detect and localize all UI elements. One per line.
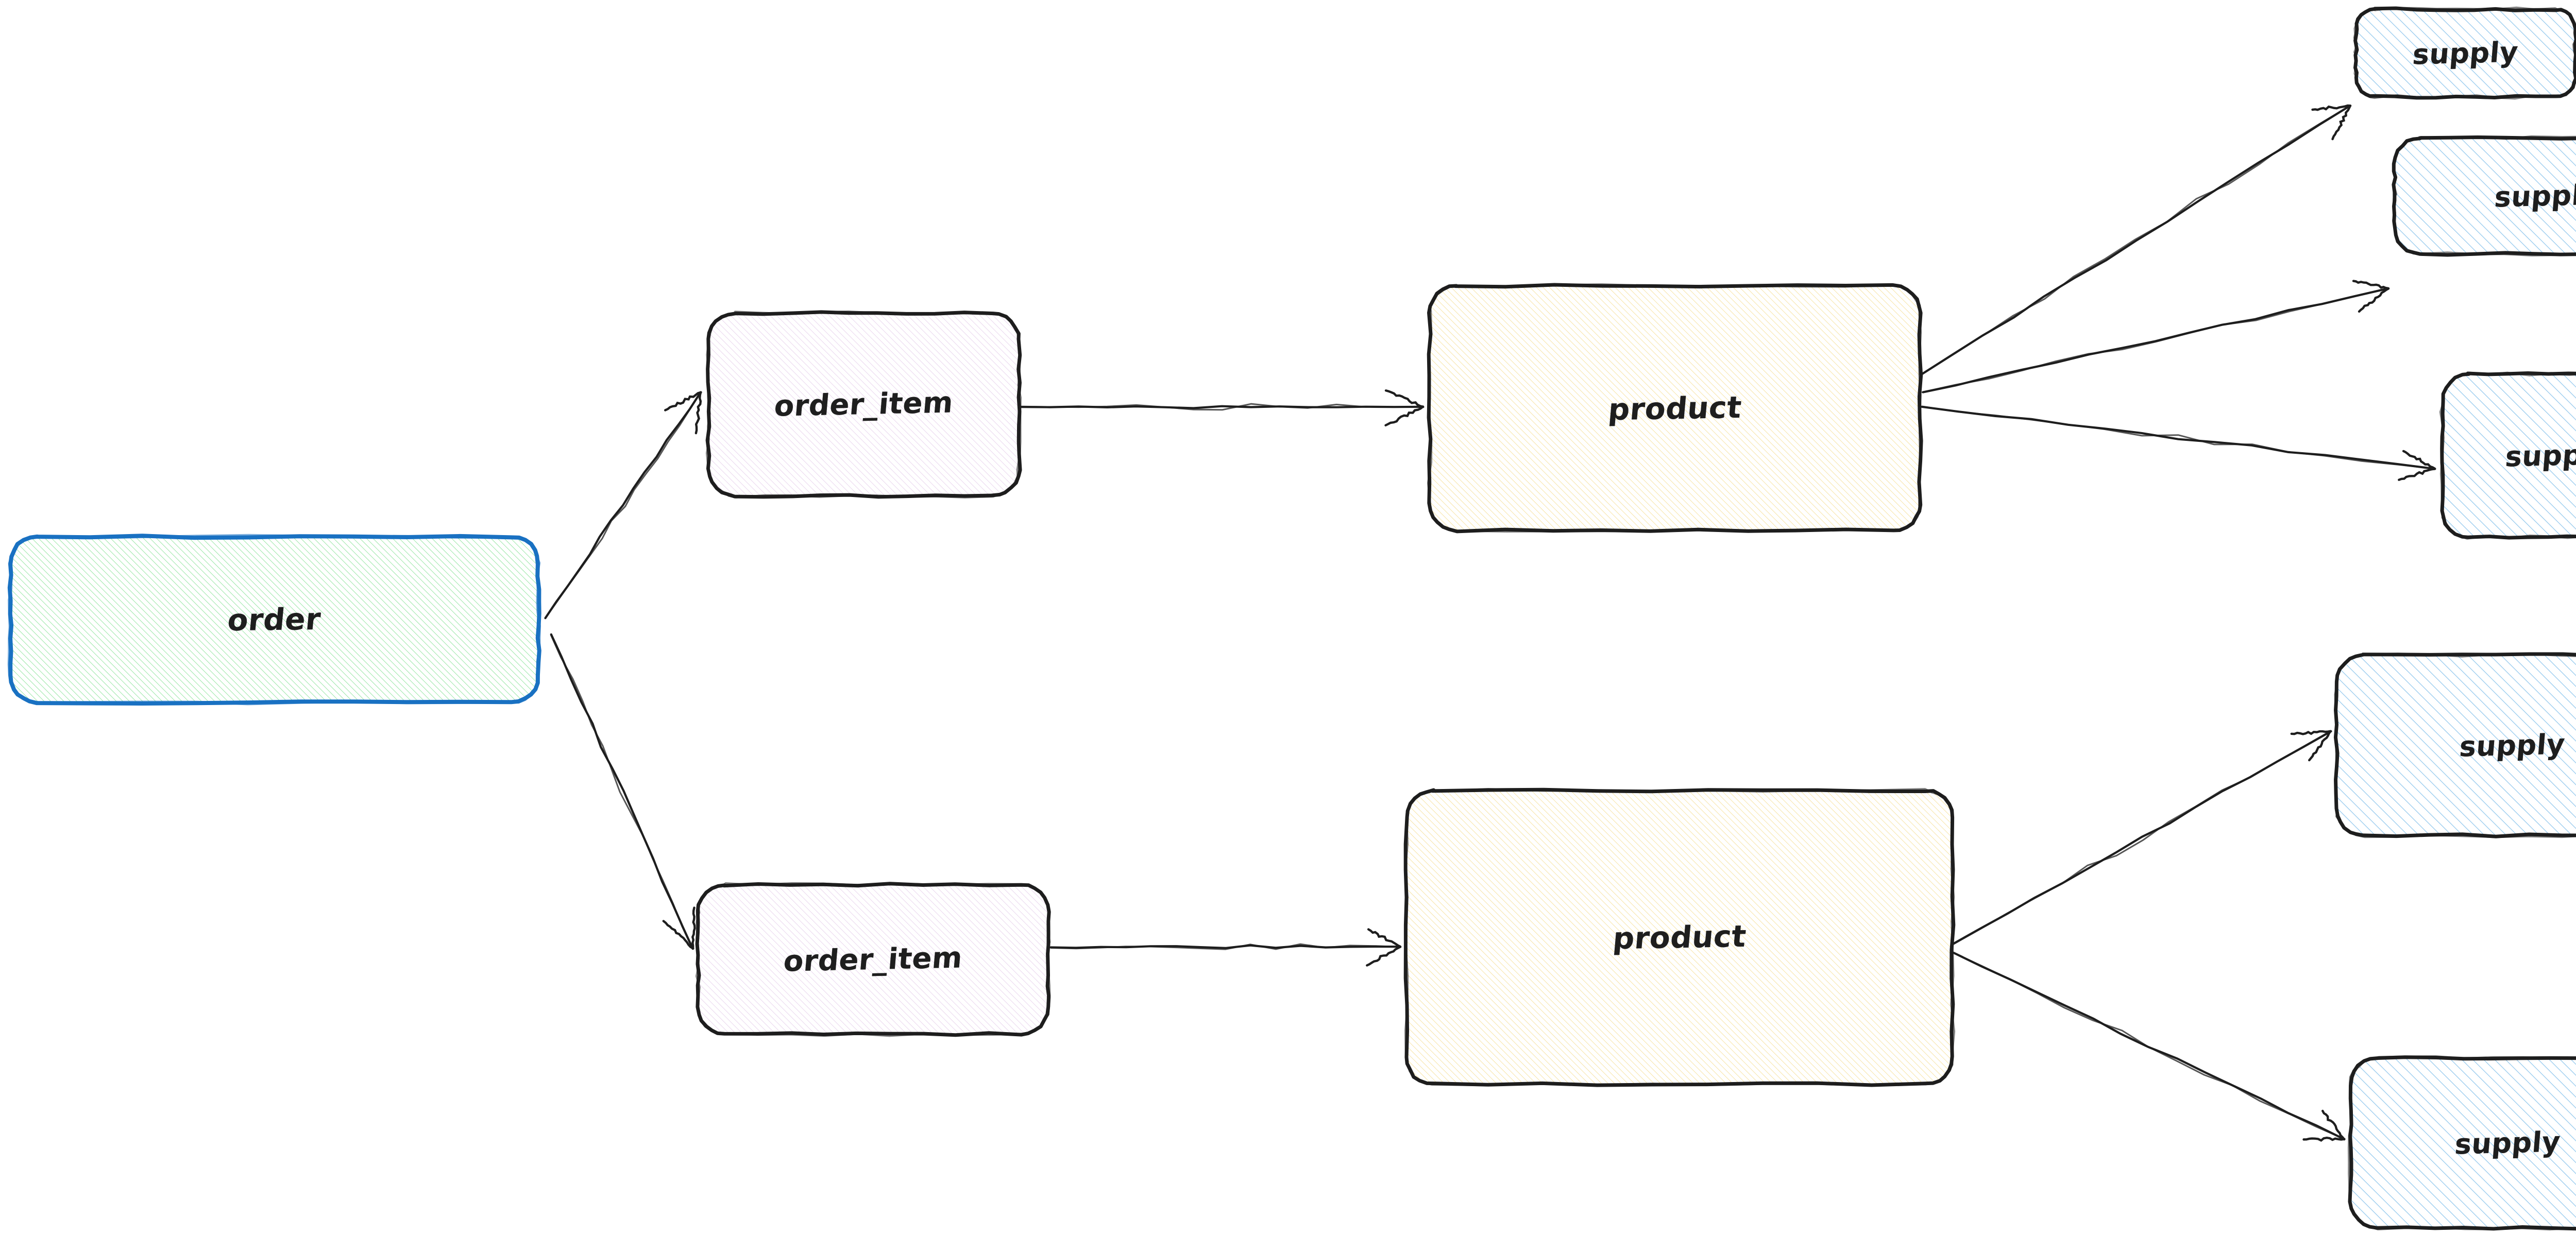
node-shape xyxy=(1427,283,1923,534)
edge-product_2-to-supply_4 xyxy=(1953,730,2332,945)
node-shape xyxy=(2333,652,2576,838)
edge-product_1-to-supply_1 xyxy=(1921,104,2352,375)
node-shape xyxy=(7,534,541,706)
node-supply_2[interactable]: supply xyxy=(2392,135,2576,257)
node-shape xyxy=(705,310,1022,499)
node-order_item_1[interactable]: order_item xyxy=(705,310,1022,499)
node-shape xyxy=(2353,6,2576,100)
node-product_1[interactable]: product xyxy=(1427,283,1923,534)
node-label: order_item xyxy=(782,940,964,979)
edge-product_1-to-supply_3 xyxy=(1921,405,2436,481)
node-label: supply xyxy=(2458,727,2566,763)
edge-product_1-to-supply_2 xyxy=(1921,280,2390,393)
edge-order_item_1-to-product_1 xyxy=(1020,389,1425,426)
node-label: supply xyxy=(2493,178,2576,214)
node-label: order_item xyxy=(773,386,955,423)
node-supply_4[interactable]: supply xyxy=(2333,652,2576,838)
node-supply_1[interactable]: supply xyxy=(2353,6,2576,100)
node-product_2[interactable]: product xyxy=(1403,787,1956,1087)
node-shape xyxy=(2439,371,2576,540)
edge-order-to-order_item_1 xyxy=(544,391,702,620)
edge-product_2-to-supply_5 xyxy=(1953,952,2346,1142)
node-shape xyxy=(2392,135,2576,257)
node-shape xyxy=(695,882,1051,1037)
node-label: supply xyxy=(2453,1125,2562,1161)
edge-order-to-order_item_2 xyxy=(550,633,696,950)
node-label: supply xyxy=(2411,35,2520,71)
node-label: order xyxy=(226,601,323,638)
node-label: product xyxy=(1611,918,1748,956)
node-shape xyxy=(1403,787,1956,1087)
node-label: product xyxy=(1606,389,1743,427)
node-supply_5[interactable]: supply xyxy=(2347,1055,2576,1231)
node-order[interactable]: order xyxy=(7,534,541,706)
node-label: supply xyxy=(2504,438,2576,473)
node-shape xyxy=(2347,1055,2576,1231)
node-supply_3[interactable]: supply xyxy=(2439,371,2576,540)
node-order_item_2[interactable]: order_item xyxy=(695,882,1051,1037)
edge-order_item_2-to-product_2 xyxy=(1049,928,1402,967)
